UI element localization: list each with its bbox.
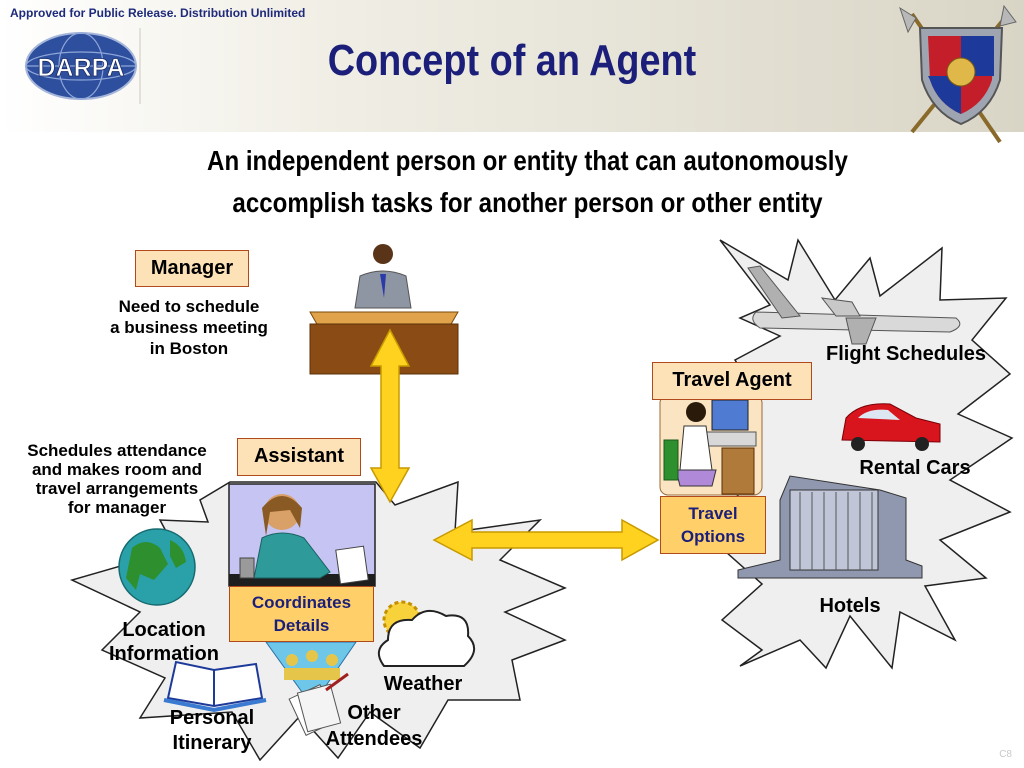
page-title: Concept of an Agent (327, 36, 697, 85)
hotels-label: Hotels (819, 595, 881, 617)
papers-stack-icon (288, 672, 349, 736)
assistant-desc-line-1: Schedules attendance (27, 441, 207, 460)
darpa-logo-text: DARPA (37, 54, 124, 82)
definition-line-2: accomplish tasks for another person or o… (232, 187, 823, 218)
globe-icon (118, 528, 196, 606)
coordinates-details-box: Coordinates Details (229, 586, 374, 642)
travel-options-line-1: Travel (688, 504, 738, 523)
attendees-line-1: Other (347, 702, 401, 724)
manager-assistant-double-arrow (369, 328, 411, 504)
header-band (0, 0, 1024, 132)
flight-schedules-label: Flight Schedules (825, 343, 987, 365)
coordinates-line-1: Coordinates (251, 593, 352, 612)
location-information-label: Location Information (96, 618, 232, 666)
open-book-icon (163, 660, 267, 713)
travel-agent-icon (659, 394, 763, 496)
manager-desc-line-1: Need to schedule (118, 297, 260, 316)
assistant-travel-agent-double-arrow (432, 518, 660, 562)
location-line-2: Information (109, 643, 219, 665)
darpa-logo: DARPA (25, 32, 137, 100)
release-notice: Approved for Public Release. Distributio… (10, 6, 306, 20)
hotel-building-icon (737, 475, 923, 579)
attendees-group-icon (265, 641, 357, 707)
rental-cars-label: Rental Cars (859, 457, 971, 479)
travel-options-line-2: Options (680, 527, 746, 546)
manager-description: Need to schedule a business meeting in B… (92, 296, 286, 359)
location-line-1: Location (122, 619, 206, 641)
assistant-woman-icon (228, 483, 376, 587)
crest-shield-icon (899, 4, 1017, 144)
travel-options-box: Travel Options (660, 496, 766, 554)
airplane-icon (747, 265, 961, 345)
attendees-line-2: Attendees (325, 728, 423, 750)
manager-desc-line-3: in Boston (149, 339, 229, 358)
assistant-description: Schedules attendance and makes room and … (6, 441, 228, 517)
assistant-desc-line-2: and makes room and (31, 460, 203, 479)
itinerary-line-1: Personal (169, 707, 255, 729)
other-attendees-label: Other Attendees (310, 700, 438, 752)
manager-desk-icon (309, 244, 459, 375)
personal-itinerary-label: Personal Itinerary (152, 706, 272, 756)
manager-desc-line-2: a business meeting (110, 318, 268, 337)
definition-line-1: An independent person or entity that can… (207, 145, 848, 176)
red-car-icon (841, 403, 941, 451)
weather-sun-cloud-icon (377, 600, 475, 667)
definition-text: An independent person or entity that can… (72, 140, 984, 224)
assistant-label-box: Assistant (237, 438, 361, 476)
weather-label: Weather (383, 673, 463, 695)
manager-label-box: Manager (135, 250, 249, 287)
coordinates-line-2: Details (273, 616, 330, 635)
assistant-desc-line-4: for manager (67, 498, 167, 517)
travel-agent-label-box: Travel Agent (652, 362, 812, 400)
slide-code: C8 (999, 749, 1012, 760)
itinerary-line-2: Itinerary (172, 732, 252, 754)
assistant-desc-line-3: travel arrangements (35, 479, 199, 498)
